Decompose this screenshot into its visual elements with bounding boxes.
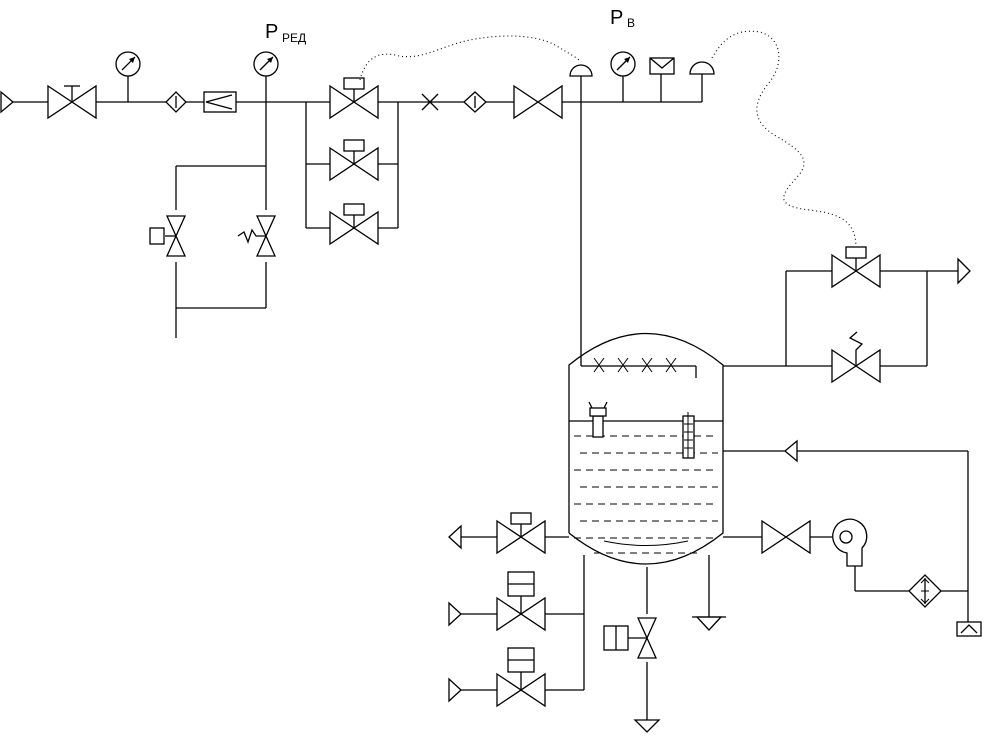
vent-outlet-arrow-icon <box>957 257 971 285</box>
svg-text:Р: Р <box>265 21 278 43</box>
inlet-arrow-mid-icon <box>448 601 462 627</box>
pump-discharge-piping <box>723 536 968 592</box>
svg-text:В: В <box>627 16 635 30</box>
level-gauge-icon <box>682 412 695 459</box>
gate-valve-pump[interactable] <box>761 520 811 554</box>
storage-tank <box>568 332 724 565</box>
solenoid-valve-3[interactable] <box>329 203 379 245</box>
orifice-icon <box>421 93 439 111</box>
ground-support-icon <box>692 555 726 631</box>
return-line <box>723 439 969 622</box>
flow-meter-icon <box>203 91 237 113</box>
pressure-tank-label: Р В <box>610 7 635 30</box>
bottom-outlet-piping <box>461 536 585 691</box>
signal-line-reducer <box>359 35 582 81</box>
pressure-sensor-left <box>569 64 593 102</box>
svg-text:РЕД: РЕД <box>282 31 306 45</box>
safety-relief-valve[interactable] <box>831 331 881 383</box>
pressure-gauge-inlet <box>115 51 141 103</box>
filter-icon-3 <box>908 574 942 608</box>
spray-header <box>580 348 697 378</box>
filter-icon <box>165 91 187 113</box>
solenoid-valve-1[interactable] <box>329 77 379 119</box>
reducer-bypass-piping <box>175 102 267 338</box>
inlet-arrow-icon <box>0 90 15 114</box>
level-switch-icon <box>588 401 608 438</box>
actuated-valve-bottom[interactable] <box>496 647 546 707</box>
drain-valve-vertical[interactable] <box>603 617 657 659</box>
pressure-sensor-right <box>689 61 715 102</box>
pressure-gauge-tank <box>610 51 636 103</box>
vent-piping <box>723 270 958 367</box>
solenoid-valve-vertical[interactable] <box>149 215 186 257</box>
pressure-gauge-reducer <box>253 51 279 103</box>
signal-envelope-icon <box>649 57 675 102</box>
drain-outlet-arrow-icon <box>633 719 661 733</box>
solenoid-bank-piping <box>305 102 399 229</box>
solenoid-valve-2[interactable] <box>329 139 379 181</box>
safety-valve-vertical[interactable] <box>237 215 276 257</box>
actuated-valve-mid[interactable] <box>496 571 546 631</box>
manual-gate-valve[interactable] <box>47 85 97 119</box>
solenoid-outlet-valve[interactable] <box>496 512 546 554</box>
signal-line-relief <box>711 30 857 249</box>
pressure-reducer-label: Р РЕД <box>265 21 306 45</box>
gate-valve-main[interactable] <box>513 85 563 119</box>
svg-text:Р: Р <box>610 7 623 29</box>
drain-sump-icon <box>956 621 982 637</box>
centrifugal-pump-icon[interactable] <box>832 518 868 567</box>
bottom-sparger <box>603 540 689 546</box>
inlet-arrow-bottom-icon <box>448 677 462 703</box>
solenoid-vent-valve[interactable] <box>831 246 881 288</box>
outlet-arrow-top-icon <box>448 524 462 550</box>
filter-icon-2 <box>463 91 487 113</box>
liquid-fill-dashes <box>574 435 718 554</box>
